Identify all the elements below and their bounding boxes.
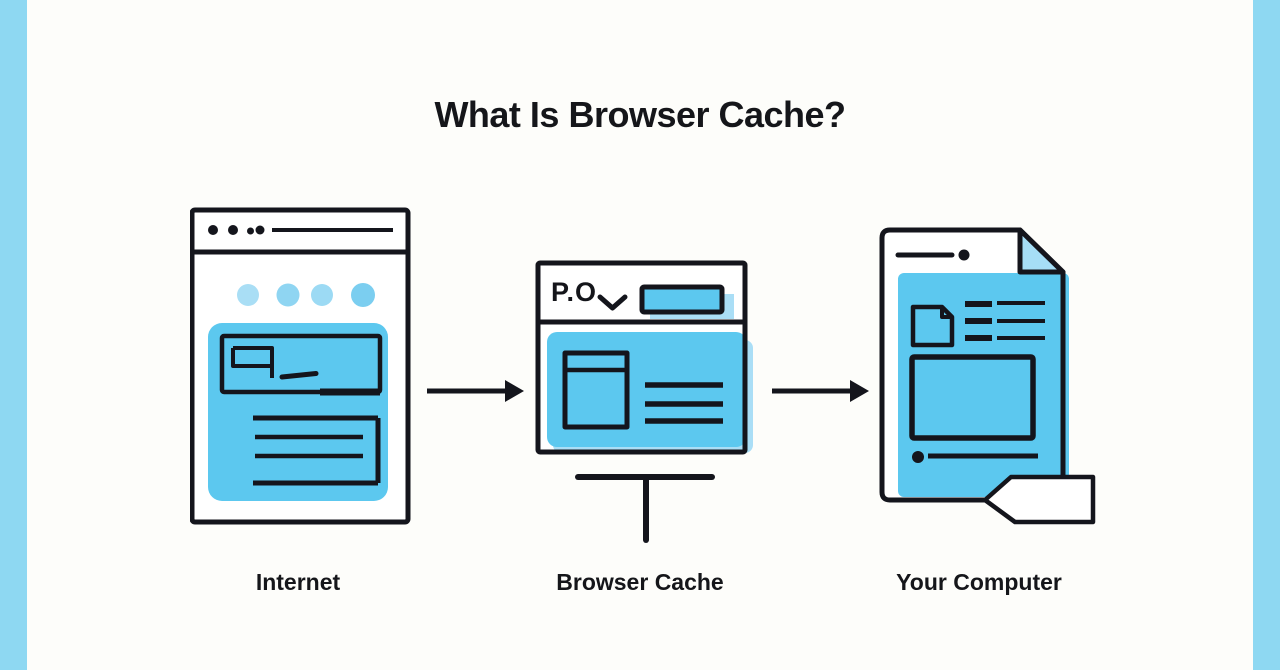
node-label-your-computer: Your Computer [896, 569, 1062, 595]
arrow-right-icon [427, 380, 524, 402]
browser-window-icon [190, 207, 411, 525]
cached-page-icon [535, 260, 753, 543]
node-label-browser-cache: Browser Cache [556, 569, 724, 595]
node-label-internet: Internet [255, 569, 341, 595]
document-file-icon [879, 227, 1096, 525]
right-accent-bar [1253, 0, 1280, 670]
left-accent-bar [0, 0, 27, 670]
arrow-right-icon [772, 380, 869, 402]
cache-toolbar-text: P.O [551, 277, 598, 307]
tag-icon [982, 474, 1096, 525]
page-title: What Is Browser Cache? [434, 94, 846, 135]
chevron-down-icon [597, 294, 628, 311]
